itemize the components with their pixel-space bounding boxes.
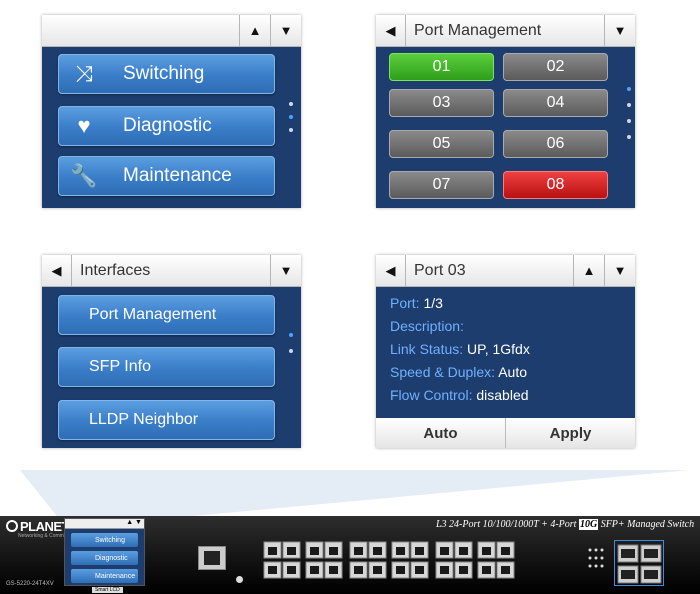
port-button-01[interactable]: 01 [389,53,494,81]
wrench-icon: 🔧 [70,163,98,188]
triangle-left-icon[interactable]: ◀ [376,15,406,47]
main-menu-header: ▲ ▼ [42,15,301,47]
model-label: GS-5220-24T4XV [6,581,54,587]
port-management-panel: ◀ Port Management ▼ 01 02 03 04 05 06 07… [376,15,635,208]
reset-button [236,576,243,583]
description-field: Description: [390,318,464,334]
mini-maintenance-button: Maintenance [71,569,138,583]
triangle-down-icon[interactable]: ▼ [270,255,301,287]
auto-button[interactable]: Auto [423,424,458,442]
sfp-plus-ports [614,540,664,586]
flow-control-field: Flow Control: disabled [390,387,529,403]
port-button-02[interactable]: 02 [503,53,608,81]
apply-button[interactable]: Apply [505,418,635,448]
port-detail-header: ◀ Port 03 ▲ ▼ [376,255,635,287]
brand-logo: PLANET [6,519,70,534]
port-button-04[interactable]: 04 [503,89,608,117]
page-indicator [627,87,631,148]
page-indicator [289,333,293,362]
port-button-05[interactable]: 05 [389,130,494,158]
port-management-button[interactable]: Port Management [58,295,275,335]
device-description: L3 24-Port 10/100/1000T + 4-Port 10G SFP… [436,519,695,530]
port-button-03[interactable]: 03 [389,89,494,117]
port-detail-panel: ◀ Port 03 ▲ ▼ Port: 1/3 Description: Lin… [376,255,635,448]
console-port [198,546,226,570]
interfaces-panel: ◀ Interfaces ▼ Port Management SFP Info … [42,255,301,448]
triangle-left-icon[interactable]: ◀ [42,255,72,287]
panel-title: Interfaces [80,261,151,279]
mini-lcd-panel: ▲ ▼ Switching Diagnostic Maintenance [64,518,145,586]
triangle-down-icon[interactable]: ▼ [270,15,301,47]
port-button-06[interactable]: 06 [503,130,608,158]
triangle-down-icon[interactable]: ▼ [604,15,635,47]
shuffle-icon: ⤨ [75,61,93,86]
port-management-header: ◀ Port Management ▼ [376,15,635,47]
mini-diagnostic-button: Diagnostic [71,551,138,565]
triangle-left-icon[interactable]: ◀ [376,255,406,287]
triangle-up-icon[interactable]: ▲ [239,15,270,47]
lldp-neighbor-button[interactable]: LLDP Neighbor [58,400,275,440]
brand-tagline: Networking & Communication [18,533,84,539]
status-leds [586,546,608,572]
link-status-field: Link Status: UP, 1Gfdx [390,341,530,357]
triangle-down-icon[interactable]: ▼ [604,255,635,287]
port-button-07[interactable]: 07 [389,171,494,199]
speed-duplex-field: Speed & Duplex: Auto [390,364,528,380]
port-field: Port: 1/3 [390,295,443,311]
main-menu-panel: ▲ ▼ ⤨ Switching ♥ Diagnostic 🔧 Maintenan… [42,15,301,208]
rj45-port-bank [262,532,572,584]
interfaces-header: ◀ Interfaces ▼ [42,255,301,287]
mini-switching-button: Switching [71,533,138,547]
switching-button[interactable]: ⤨ Switching [58,54,275,94]
diagnostic-button[interactable]: ♥ Diagnostic [58,106,275,146]
rj45-ports-graphic [263,541,515,579]
panel-title: Port 03 [414,261,466,279]
maintenance-button[interactable]: 🔧 Maintenance [58,156,275,196]
planet-logo-icon [6,520,18,532]
panel-title: Port Management [414,21,542,39]
footer-buttons: Auto Apply [376,418,635,448]
port-button-08[interactable]: 08 [503,171,608,199]
triangle-up-icon[interactable]: ▲ [573,255,604,287]
port-info: Port: 1/3 Description: Link Status: UP, … [376,287,635,403]
smart-lcd-label: Smart LCD [92,587,123,593]
page-indicator [289,102,293,141]
heartbeat-icon: ♥ [77,113,91,138]
sfp-info-button[interactable]: SFP Info [58,347,275,387]
